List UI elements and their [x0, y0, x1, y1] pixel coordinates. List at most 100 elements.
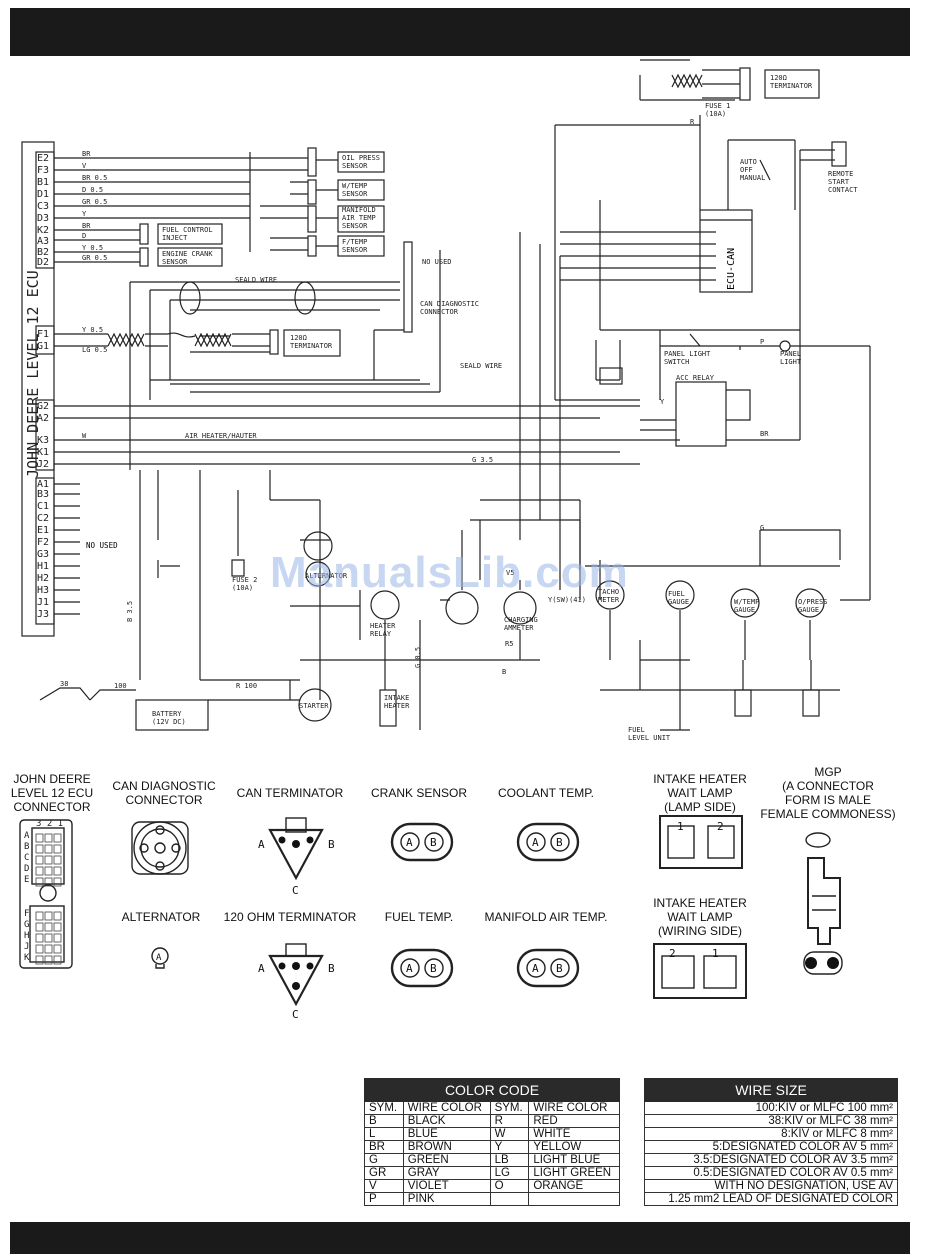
crank-sensor-connector — [390, 822, 454, 862]
wire-f1: Y 0.5 — [82, 326, 103, 334]
crank-pin-b: B — [430, 836, 437, 849]
wire-38: 38 — [60, 680, 68, 688]
fuel-temp-connector — [390, 948, 454, 988]
wire-size-cell: 100:KIV or MLFC 100 mm² — [644, 1101, 898, 1115]
wiring-side-pin-2: 2 — [669, 947, 676, 960]
wire-a3: D — [82, 232, 86, 240]
ecu-pin-socket — [35, 833, 44, 843]
coolant-temp-connector — [516, 822, 580, 862]
color-code-title: COLOR CODE — [364, 1078, 620, 1102]
ecu-pin-j1: J1 — [37, 597, 49, 608]
fuel-temp-pin-b: B — [430, 962, 437, 975]
ecu-pin-socket — [53, 844, 62, 854]
wire-g1: LG 0.5 — [82, 346, 107, 354]
mgp-connector — [807, 857, 841, 945]
ecu-pin-h2: H2 — [37, 573, 49, 584]
color-code-header: SYM. — [489, 1101, 530, 1115]
wire-d1: D 0.5 — [82, 186, 103, 194]
ecu-pin-socket — [35, 844, 44, 854]
ecu-pin-f3: F3 — [37, 165, 49, 176]
ecu-pin-socket — [53, 922, 62, 932]
wire-r5: R5 — [505, 640, 513, 648]
intake-lamp-side-connector — [659, 815, 743, 869]
ecu-pin-d2: D2 — [37, 257, 49, 268]
ecu-pin-socket — [44, 922, 53, 932]
mgp-label: MGP (A CONNECTOR FORM IS MALE FEMALE COM… — [760, 765, 896, 821]
wire-size-cell: 8:KIV or MLFC 8 mm² — [644, 1127, 898, 1141]
color-code-cell: LIGHT BLUE — [528, 1153, 620, 1167]
fuel-temp-pin-a: A — [406, 962, 413, 975]
ecu-pin-socket — [35, 955, 44, 965]
color-code-cell: VIOLET — [402, 1179, 491, 1193]
wire-size-cell: 3.5:DESIGNATED COLOR AV 3.5 mm² — [644, 1153, 898, 1167]
color-code-cell: GREEN — [402, 1153, 491, 1167]
alternator-conn-label: ALTERNATOR — [121, 910, 201, 924]
ecu-pin-b3: B3 — [37, 489, 49, 500]
fuel-temp-label: FUEL TEMP. — [384, 910, 454, 924]
wire-seal-2: SEALD WIRE — [460, 362, 502, 370]
ecu-pin-k3: K3 — [37, 435, 49, 446]
wire-e2: BR — [82, 150, 91, 158]
ecu-pin-socket — [44, 866, 53, 876]
alternator-connector — [151, 947, 169, 965]
can-term-pin-c: C — [292, 884, 299, 897]
ecu-pin-j2: J2 — [37, 459, 49, 470]
ecu-row-k: K — [24, 953, 30, 963]
wiring-side-pin-1: 1 — [712, 947, 719, 960]
wire-d3: Y — [82, 210, 87, 218]
intake-wiring-side-connector — [653, 943, 747, 999]
color-code-cell — [528, 1192, 620, 1206]
ecu-pin-socket — [44, 833, 53, 843]
ecu-row-g: G — [24, 920, 29, 930]
ecu-pin-socket — [53, 833, 62, 843]
ecu-pin-socket — [44, 955, 53, 965]
ecu-pin-f2: F2 — [37, 537, 49, 548]
ecu-block — [21, 141, 55, 637]
ecu-pin-socket — [53, 944, 62, 954]
lamp-side-pin-2: 2 — [717, 820, 724, 833]
crank-sensor-label: CRANK SENSOR — [370, 786, 468, 800]
color-code-cell: BLUE — [402, 1127, 491, 1141]
ecu-pin-h3: H3 — [37, 585, 49, 596]
can-term-pin-b: B — [328, 838, 335, 851]
wiring-schematic: JOHN DEERE LEVEL 12 ECU E2 F3 B1 D1 C3 D… — [21, 59, 871, 742]
color-code-cell: ORANGE — [528, 1179, 620, 1193]
fuse1-label: FUSE 1(10A) — [705, 102, 730, 118]
can-terminator-connector — [268, 828, 324, 881]
ecu-pin-d3: D3 — [37, 213, 49, 224]
alternator-label: ALTERNATOR — [305, 572, 348, 580]
ecu-pin-g2: G2 — [37, 401, 49, 412]
wire-size-cell: 5:DESIGNATED COLOR AV 5 mm² — [644, 1140, 898, 1154]
ecu-pin-socket — [35, 922, 44, 932]
wire-size-cell: WITH NO DESIGNATION, USE AV — [644, 1179, 898, 1193]
color-code-cell: LB — [489, 1153, 530, 1167]
jd-ecu-connector-label: JOHN DEERE LEVEL 12 ECU CONNECTOR — [10, 772, 94, 814]
wire-w: W — [82, 432, 87, 440]
wire-air-heater: AIR HEATER/HAUTER — [185, 432, 257, 440]
ecu-pin-socket — [35, 855, 44, 865]
wire-c3: GR 0.5 — [82, 198, 107, 206]
coolant-temp-label: COOLANT TEMP. — [497, 786, 595, 800]
color-code-cell: B — [364, 1114, 404, 1128]
ecu-pin-f1: F1 — [37, 329, 49, 340]
manifold-air-temp-connector — [516, 948, 580, 988]
table-row: 3.5:DESIGNATED COLOR AV 3.5 mm² — [644, 1153, 898, 1167]
footer-bar — [10, 1222, 910, 1254]
wire-v5: V5 — [506, 569, 514, 577]
color-code-header: WIRE COLOR — [402, 1101, 491, 1115]
wire-br: BR — [760, 430, 769, 438]
ecu-pin-socket — [35, 911, 44, 921]
